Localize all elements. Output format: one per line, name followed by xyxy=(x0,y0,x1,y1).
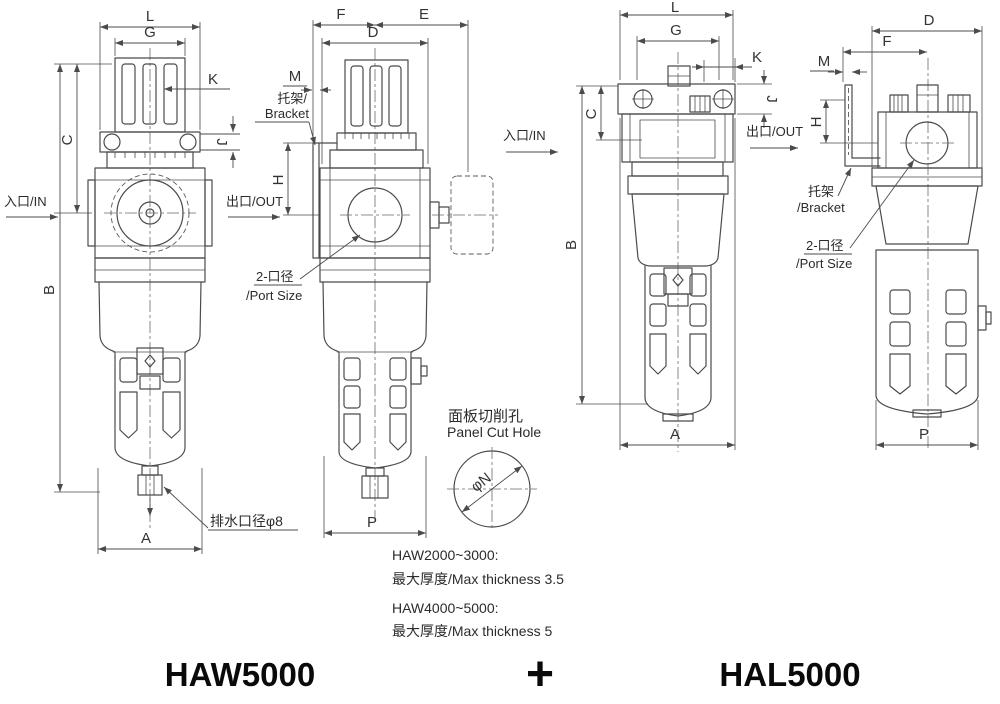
dim-d-1: D xyxy=(368,24,379,41)
hal-side-view: D F M H 托架 /Bracket 2-口径 /Port Size P xyxy=(796,12,992,450)
lubricator-bowl-side xyxy=(875,249,992,418)
hal-side-dimensions: D F M H 托架 /Bracket 2-口径 /Port Size P xyxy=(796,12,983,450)
port-callout-cn-1: 2-口径 xyxy=(256,269,294,284)
bracket-callout-cn-1: 托架/ xyxy=(277,91,307,106)
dim-h-2: H xyxy=(808,117,825,128)
dim-d-2: D xyxy=(924,12,935,29)
sight-gauge xyxy=(136,347,164,375)
regulator-body xyxy=(87,167,213,259)
port-callout-cn-2: 2-口径 xyxy=(806,238,844,253)
bracket-edge-2 xyxy=(844,84,881,167)
dim-h-1: H xyxy=(270,175,287,186)
dim-b-2: B xyxy=(563,240,580,250)
gauge-hidden-outline xyxy=(450,175,494,255)
thickness-notes: HAW2000~3000: 最大厚度/Max thickness 3.5 HAW… xyxy=(392,547,564,639)
haw-side-view: F E D M 托架/ Bracket H 2-口径 /Port Size xyxy=(246,6,498,538)
dim-m-1: M xyxy=(289,68,302,85)
dim-k-1: K xyxy=(208,71,218,88)
dim-a-1: A xyxy=(141,530,151,547)
dim-p-2: P xyxy=(919,426,929,443)
lubricator-body-side xyxy=(871,111,983,245)
outlet-label-2: 出口/OUT xyxy=(746,124,803,139)
inlet-label-1: 入口/IN xyxy=(4,194,47,209)
haw-front-dimensions: L G K C B A 排水口径φ8 入口/IN 出口/OUT xyxy=(4,8,298,554)
mounting-bracket-plate-2 xyxy=(617,83,736,115)
model-name-left: HAW5000 xyxy=(165,656,315,693)
bowl-latch xyxy=(410,357,422,385)
panel-title-en: Panel Cut Hole xyxy=(447,424,541,440)
footer-titles: HAW5000 + HAL5000 xyxy=(165,648,861,701)
dim-c-1: C xyxy=(59,134,76,145)
dim-j-1: J xyxy=(213,138,230,146)
drain-callout: 排水口径φ8 xyxy=(210,513,283,529)
fill-cap-side xyxy=(916,84,939,113)
model-name-right: HAL5000 xyxy=(719,656,860,693)
panel-title-cn: 面板切削孔 xyxy=(448,407,523,425)
inlet-label-2: 入口/IN xyxy=(503,128,546,143)
port-callout-en-1: /Port Size xyxy=(246,288,302,303)
note-line-1: HAW2000~3000: xyxy=(392,547,499,563)
dim-p-1: P xyxy=(367,514,377,531)
dim-b-1: B xyxy=(41,285,58,295)
dim-l-1: L xyxy=(146,8,154,25)
dim-g-2: G xyxy=(670,22,682,39)
hal-front-dimensions: L G K J C B A 入口/I xyxy=(503,0,803,450)
outlet-label-1: 出口/OUT xyxy=(226,194,283,209)
bowl-latch-2 xyxy=(977,305,987,331)
dim-k-2: K xyxy=(752,49,762,66)
lubricator-body xyxy=(621,113,734,195)
note-line-3: HAW4000~5000: xyxy=(392,600,499,616)
dim-l-2: L xyxy=(671,0,679,16)
bracket-callout-cn-2: 托架 xyxy=(808,184,834,199)
filter-bowl-side xyxy=(319,257,431,499)
dim-j-2: J xyxy=(763,95,780,103)
dim-f-2: F xyxy=(882,33,891,50)
bracket-callout-en-2: /Bracket xyxy=(797,200,845,215)
mounting-hole-right xyxy=(179,133,197,151)
panel-cut-hole-detail: 面板切削孔 Panel Cut Hole φN xyxy=(447,407,541,531)
mounting-hole-left xyxy=(103,133,121,151)
port-callout-en-2: /Port Size xyxy=(796,256,852,271)
note-line-2: 最大厚度/Max thickness 3.5 xyxy=(392,571,564,587)
regulator-knob-side xyxy=(344,59,409,134)
mounting-bracket-plate: J xyxy=(99,116,240,168)
hal-front-view: L G K J C B A 入口/I xyxy=(503,0,803,452)
dim-c-2: C xyxy=(583,108,600,119)
dim-e-1: E xyxy=(419,6,429,23)
dim-g-1: G xyxy=(144,24,156,41)
lubricator-bowl xyxy=(631,193,725,422)
dim-n: φN xyxy=(468,469,495,495)
bracket-edge xyxy=(312,142,338,259)
note-line-4: 最大厚度/Max thickness 5 xyxy=(392,623,552,639)
bracket-callout-en-1: Bracket xyxy=(265,106,309,121)
drain-valve xyxy=(137,465,163,516)
dim-m-2: M xyxy=(818,53,831,70)
dim-f-1: F xyxy=(336,6,345,23)
haw-front-view: J xyxy=(4,8,298,554)
dim-a-2: A xyxy=(670,426,680,443)
plus-sign: + xyxy=(526,648,554,701)
haw-side-dimensions: F E D M 托架/ Bracket H 2-口径 /Port Size xyxy=(246,6,469,538)
regulator-body-side xyxy=(319,167,498,259)
